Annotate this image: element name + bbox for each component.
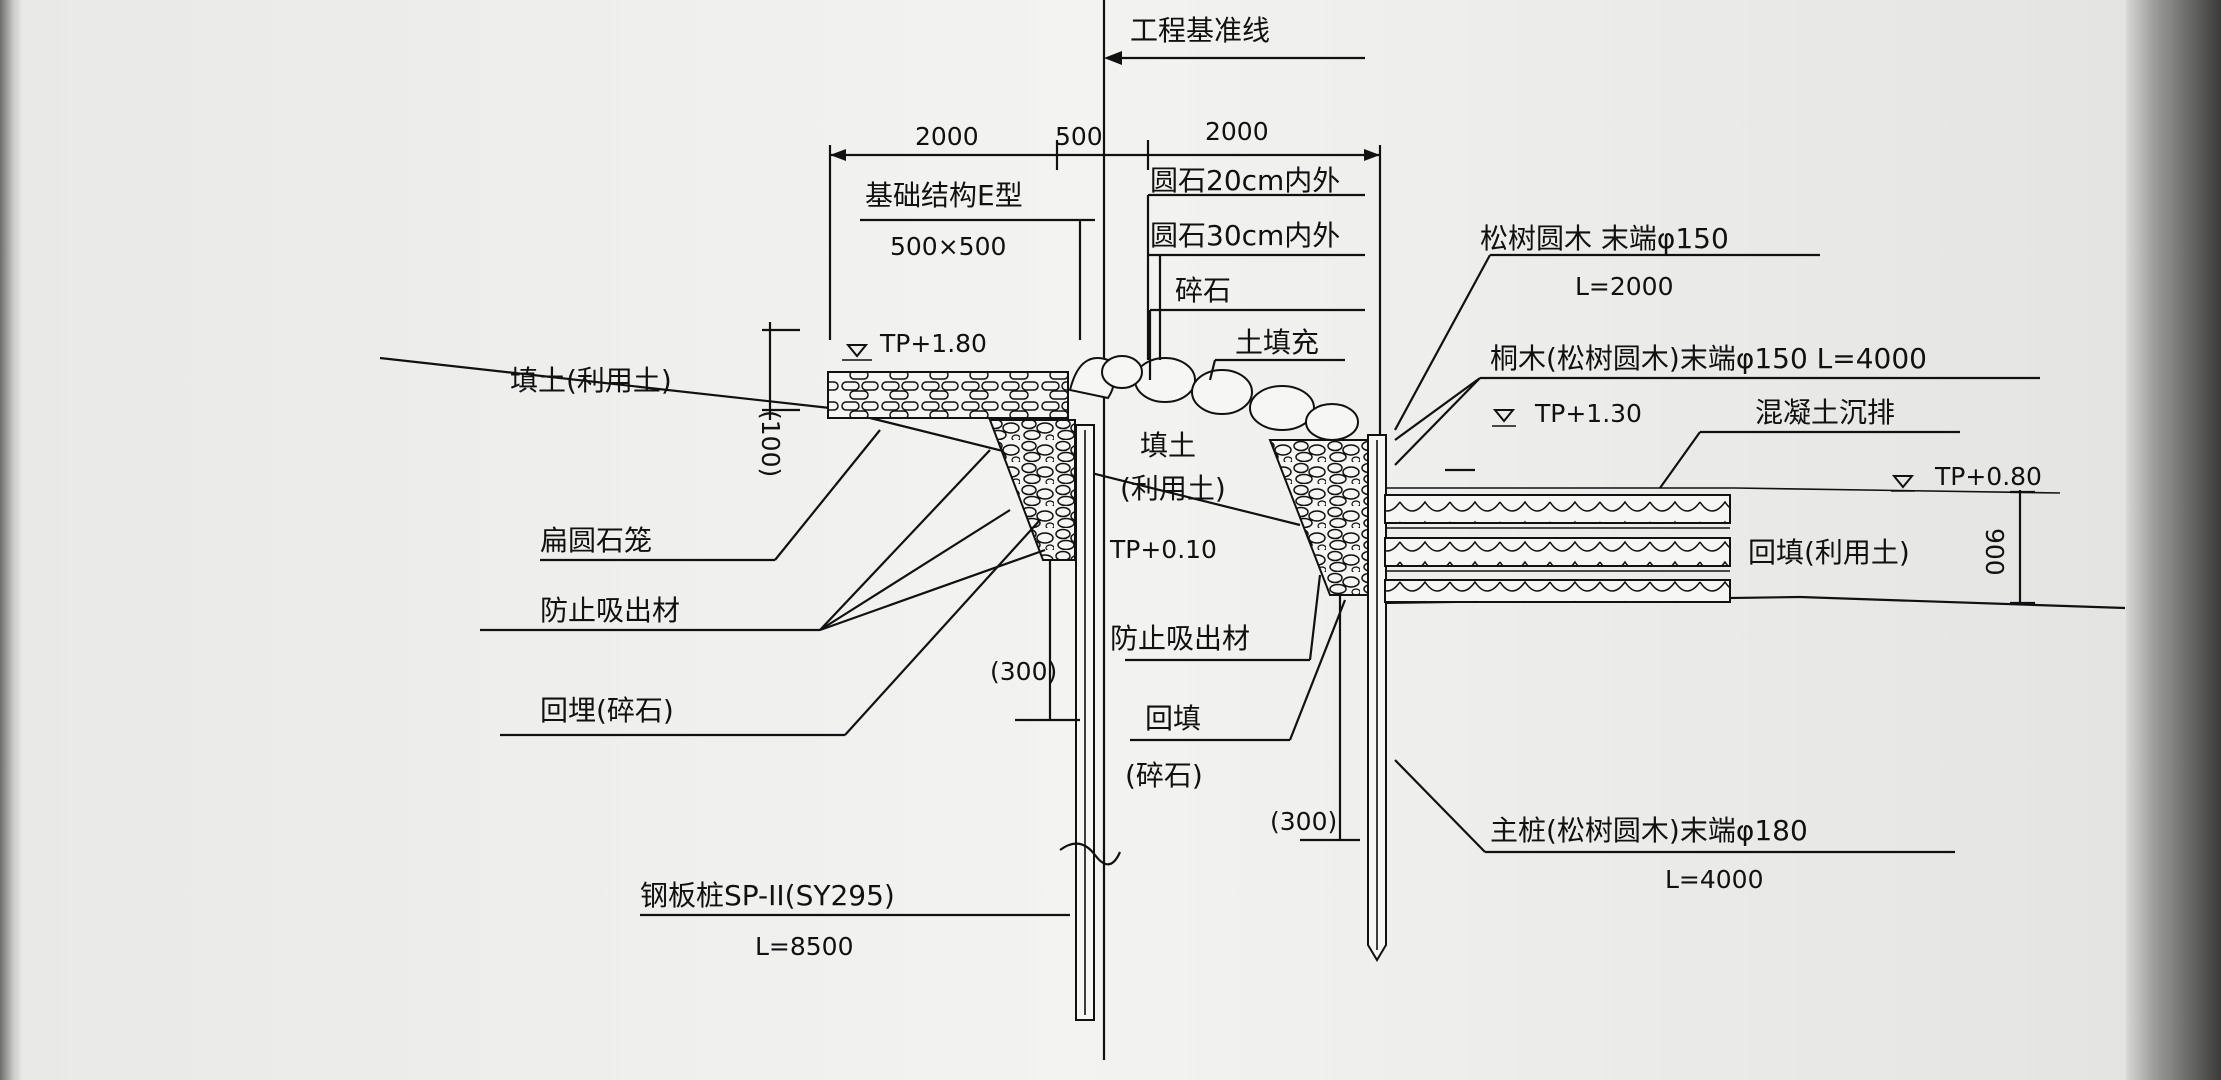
fill-soil-left-label: 填土(利用土)	[510, 364, 672, 397]
crushed-stone-label: 碎石	[1175, 274, 1231, 307]
concrete-mattress	[1384, 494, 1731, 603]
main-pile-label: 主桩(松树圆木)末端φ180	[1490, 814, 1808, 847]
anti-suction-mid-label: 防止吸出材	[1110, 622, 1250, 655]
concrete-mattress-label: 混凝土沉排	[1755, 396, 1895, 429]
steel-sheet-pile	[1059, 424, 1122, 1021]
tp-markers	[842, 344, 1915, 492]
backfill-left-label: 回埋(碎石)	[540, 694, 674, 727]
dimension-markers	[762, 322, 2035, 842]
backfill-mid-1: 回填	[1145, 702, 1201, 735]
fill-soil-mid-1: 填土	[1140, 429, 1196, 462]
backfill-right-label: 回填(利用土)	[1748, 536, 1910, 569]
flat-gabion-label: 扁圆石笼	[540, 524, 652, 557]
dim-300-right: (300)	[1270, 807, 1337, 836]
paper-left-edge	[0, 0, 22, 1080]
anti-suction-left-label: 防止吸出材	[540, 594, 680, 627]
tp-130-label: TP+1.30	[1534, 399, 1642, 428]
soil-fill-label: 土填充	[1235, 326, 1319, 359]
engineering-baseline	[1102, 0, 1365, 1060]
baseline-label: 工程基准线	[1130, 14, 1270, 47]
pine-log-label: 松树圆木 末端φ150	[1480, 222, 1729, 255]
steel-pile-label: 钢板桩SP-II(SY295)	[640, 879, 895, 912]
leader-lines	[480, 193, 2040, 917]
main-pile-length: L=4000	[1665, 865, 1764, 894]
backfill-mid-2: (碎石)	[1125, 759, 1203, 792]
foundation-size-label: 500×500	[890, 232, 1006, 261]
pine-log-length: L=2000	[1575, 272, 1674, 301]
tp-180-label: TP+1.80	[879, 329, 987, 358]
paper-right-edge	[2126, 0, 2221, 1080]
cobble-30-label: 圆石30cm内外	[1150, 219, 1340, 252]
dim-2000-left: 2000	[915, 122, 979, 151]
cross-section-drawing: 工程基准线 2000 500 2000 基础结构E型 500×500 圆石20c…	[22, 0, 2126, 1080]
steel-pile-length: L=8500	[755, 932, 854, 961]
cobble-20-label: 圆石20cm内外	[1150, 164, 1340, 197]
dim-100-label: (100)	[756, 410, 785, 477]
dim-300-left: (300)	[990, 657, 1057, 686]
foundation-type-label: 基础结构E型	[865, 179, 1023, 212]
fill-soil-mid-2: (利用土)	[1120, 472, 1226, 505]
text-labels: 工程基准线 2000 500 2000 基础结构E型 500×500 圆石20c…	[510, 14, 2042, 961]
tp-010-label: TP+0.10	[1109, 535, 1217, 564]
dim-500: 500	[1055, 122, 1103, 151]
dim-900-label: 900	[1980, 528, 2009, 576]
flat-gabion	[827, 371, 1069, 419]
tp-080-label: TP+0.80	[1934, 462, 2042, 491]
paulownia-log-label: 桐木(松树圆木)末端φ150 L=4000	[1490, 342, 1927, 375]
dim-2000-right: 2000	[1205, 117, 1269, 146]
main-pile	[1367, 434, 1387, 962]
